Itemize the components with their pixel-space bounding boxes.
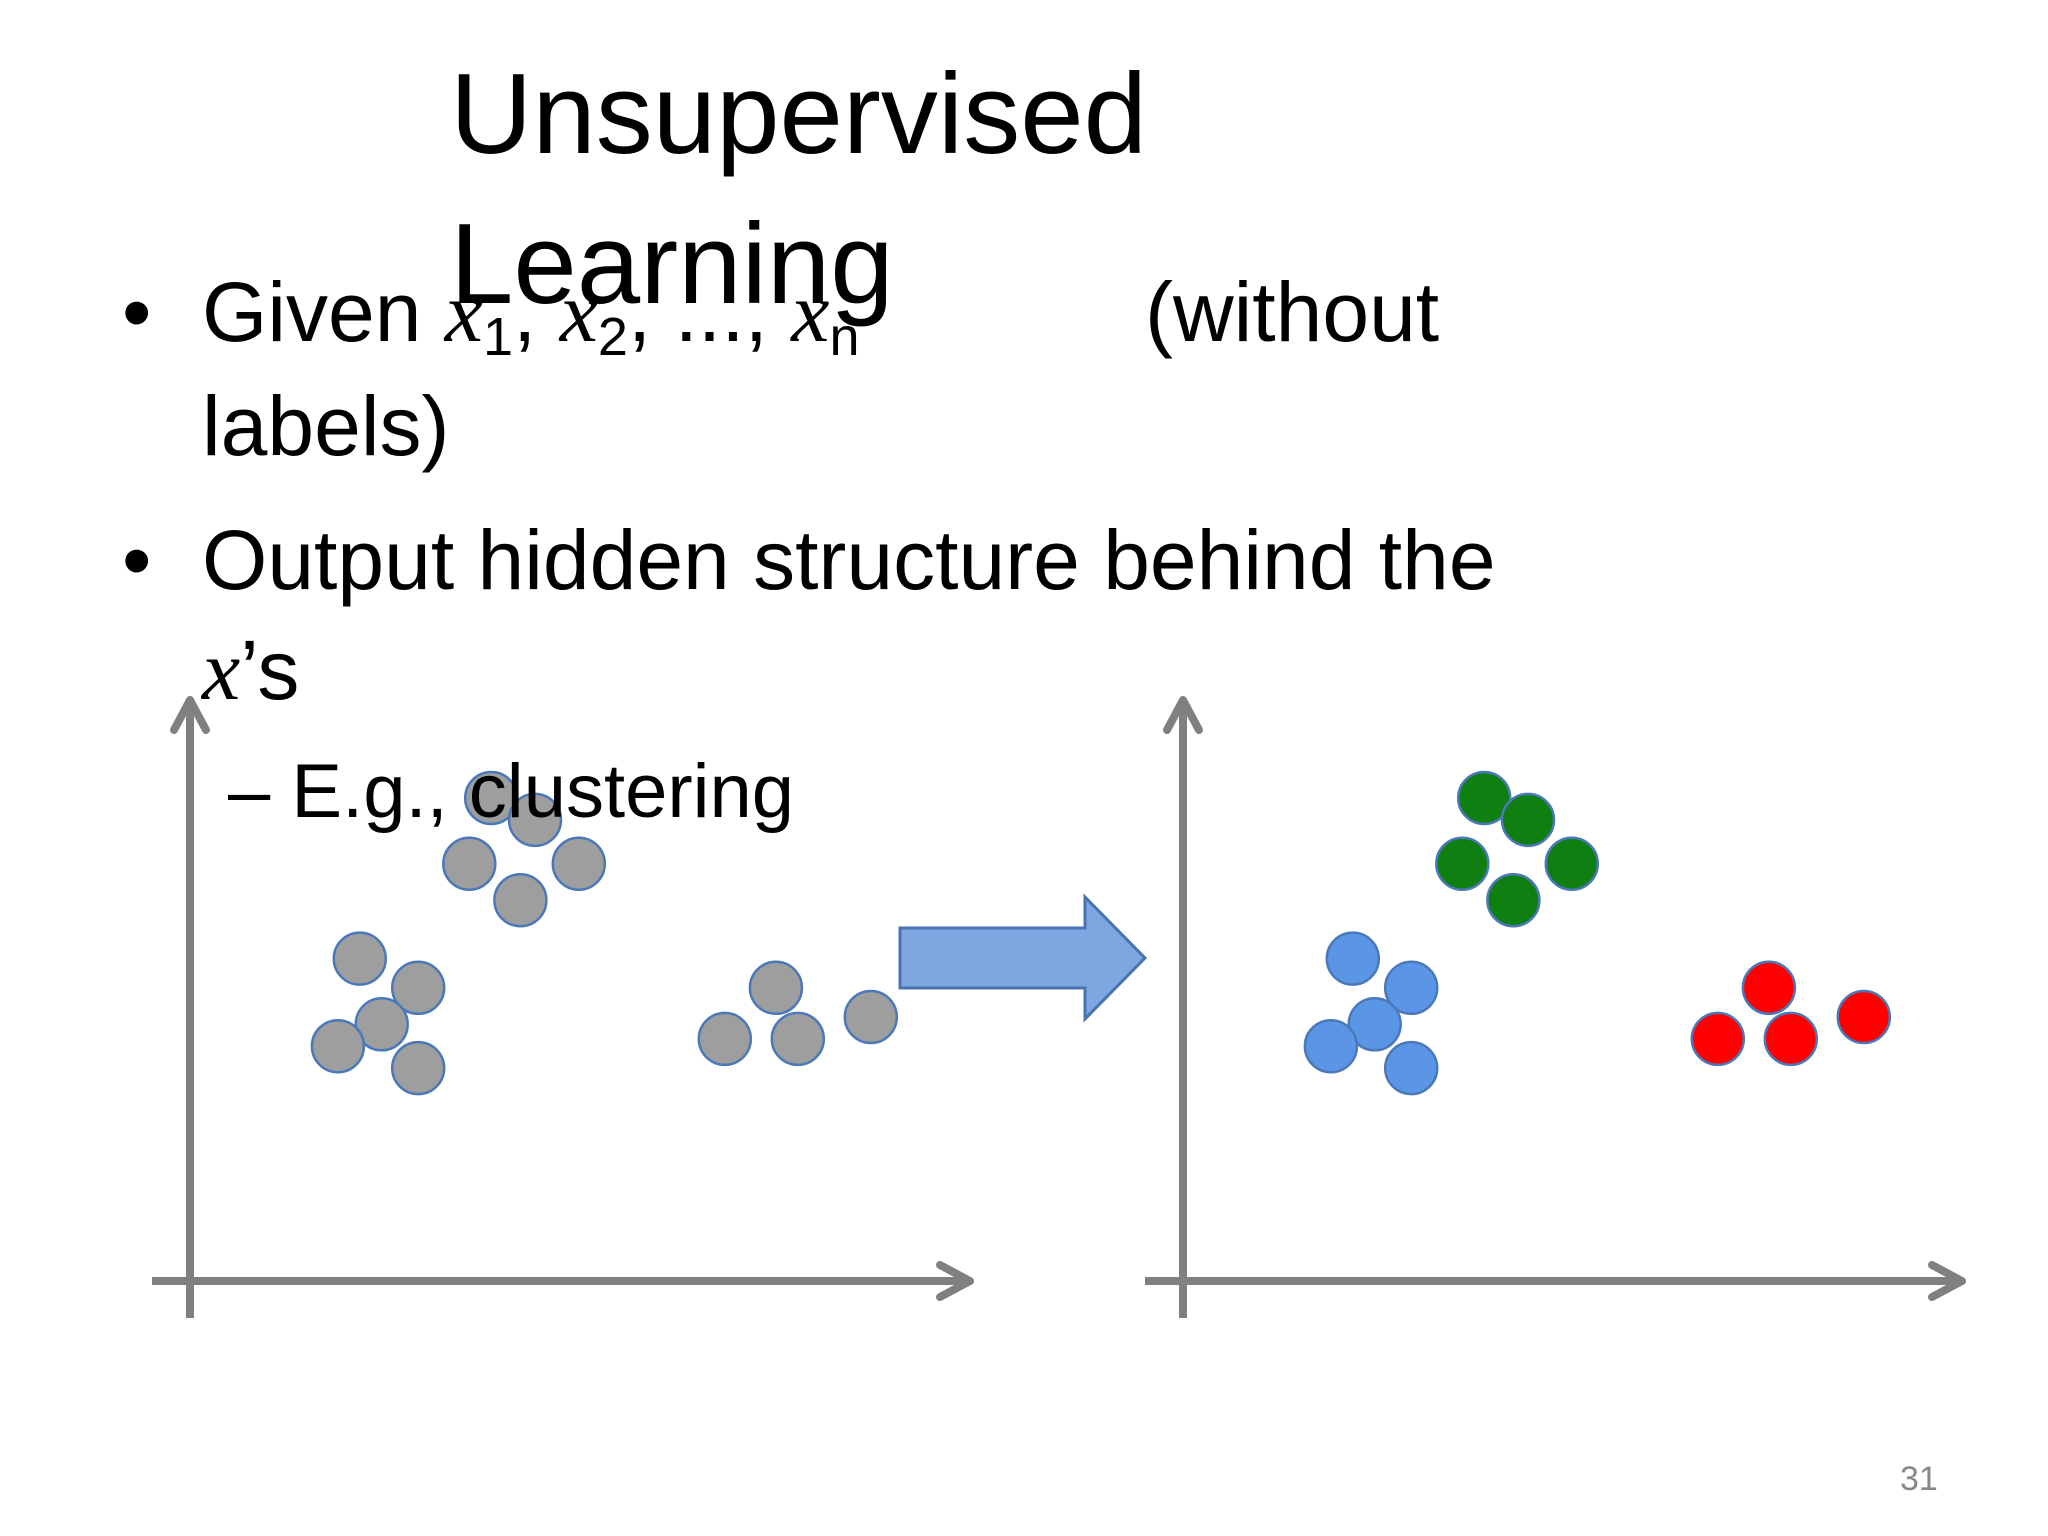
math-variable: x [202,622,241,718]
data-point [390,960,446,1016]
math-variable: x [559,264,598,360]
bullet-marker: • [122,513,152,607]
data-point [1500,792,1556,848]
subscript: 2 [597,307,628,367]
data-point [354,997,409,1052]
data-point [1303,1018,1359,1074]
data-point [1347,997,1402,1052]
y-axis-arrowhead [170,696,210,734]
data-point [843,989,899,1045]
transform-arrow [898,893,1148,1023]
data-point [310,1018,366,1074]
data-point [1763,1011,1819,1067]
bullet-1-prefix: Given [202,265,445,359]
data-point [1741,960,1797,1016]
x-axis-arrowhead [936,1261,974,1301]
subscript: 1 [482,307,513,367]
bullet-1-suffix: (without [1145,265,1440,359]
unlabeled-scatter-plot [152,696,974,1318]
bullet-1-line-1: Given x1, x2, ..., xn [202,262,860,387]
bullet-2-line-2: x’s [202,620,299,720]
data-point [1486,872,1541,928]
unlabeled-points [310,770,899,1096]
data-point [463,770,519,826]
data-point [1690,1011,1746,1067]
data-point [1325,931,1381,986]
data-point [493,872,548,928]
data-point [770,1011,826,1067]
data-point [1435,836,1490,891]
bullet-marker: • [122,265,152,359]
y-axis-arrowhead [1163,696,1203,734]
clustered-points [1303,770,1892,1096]
data-point [507,792,563,848]
title-line-1: Unsupervised [450,51,1148,178]
title-line-2: Learning [450,201,894,328]
bullet-1-line-2: labels) [202,379,450,473]
math-variable: x [444,264,483,360]
sub-bullet: – E.g., clustering [228,749,795,834]
data-point [390,1040,446,1096]
data-point [1383,1040,1439,1096]
data-point [1836,989,1892,1045]
data-point [1456,770,1512,826]
data-point [748,960,804,1016]
x-axis-arrowhead [1928,1261,1966,1301]
separator: , ..., [627,265,792,359]
data-point [1544,836,1600,891]
subscript: n [829,307,860,367]
slide-title: Unsupervised Learning [450,40,1147,340]
separator: , [513,265,560,359]
data-point [697,1011,753,1067]
clustered-scatter-plot [1145,696,1966,1318]
bullet-2-line-1: Output hidden structure behind the [202,513,1496,607]
data-point [551,836,607,891]
data-point [332,931,388,986]
math-variable: x [791,264,830,360]
data-point [1383,960,1439,1016]
page-number: 31 [1900,1460,1938,1498]
data-point [442,836,497,891]
bullet-2-suffix: ’s [240,623,300,717]
